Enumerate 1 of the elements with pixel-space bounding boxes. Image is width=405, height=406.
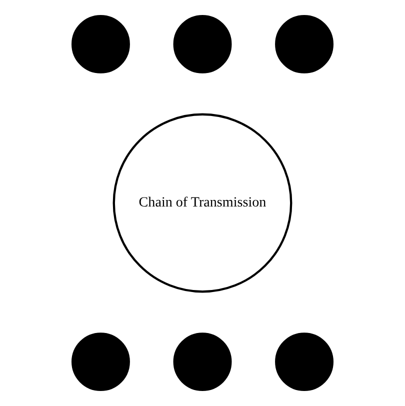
node-circle: Chain of Transmission <box>112 113 292 293</box>
